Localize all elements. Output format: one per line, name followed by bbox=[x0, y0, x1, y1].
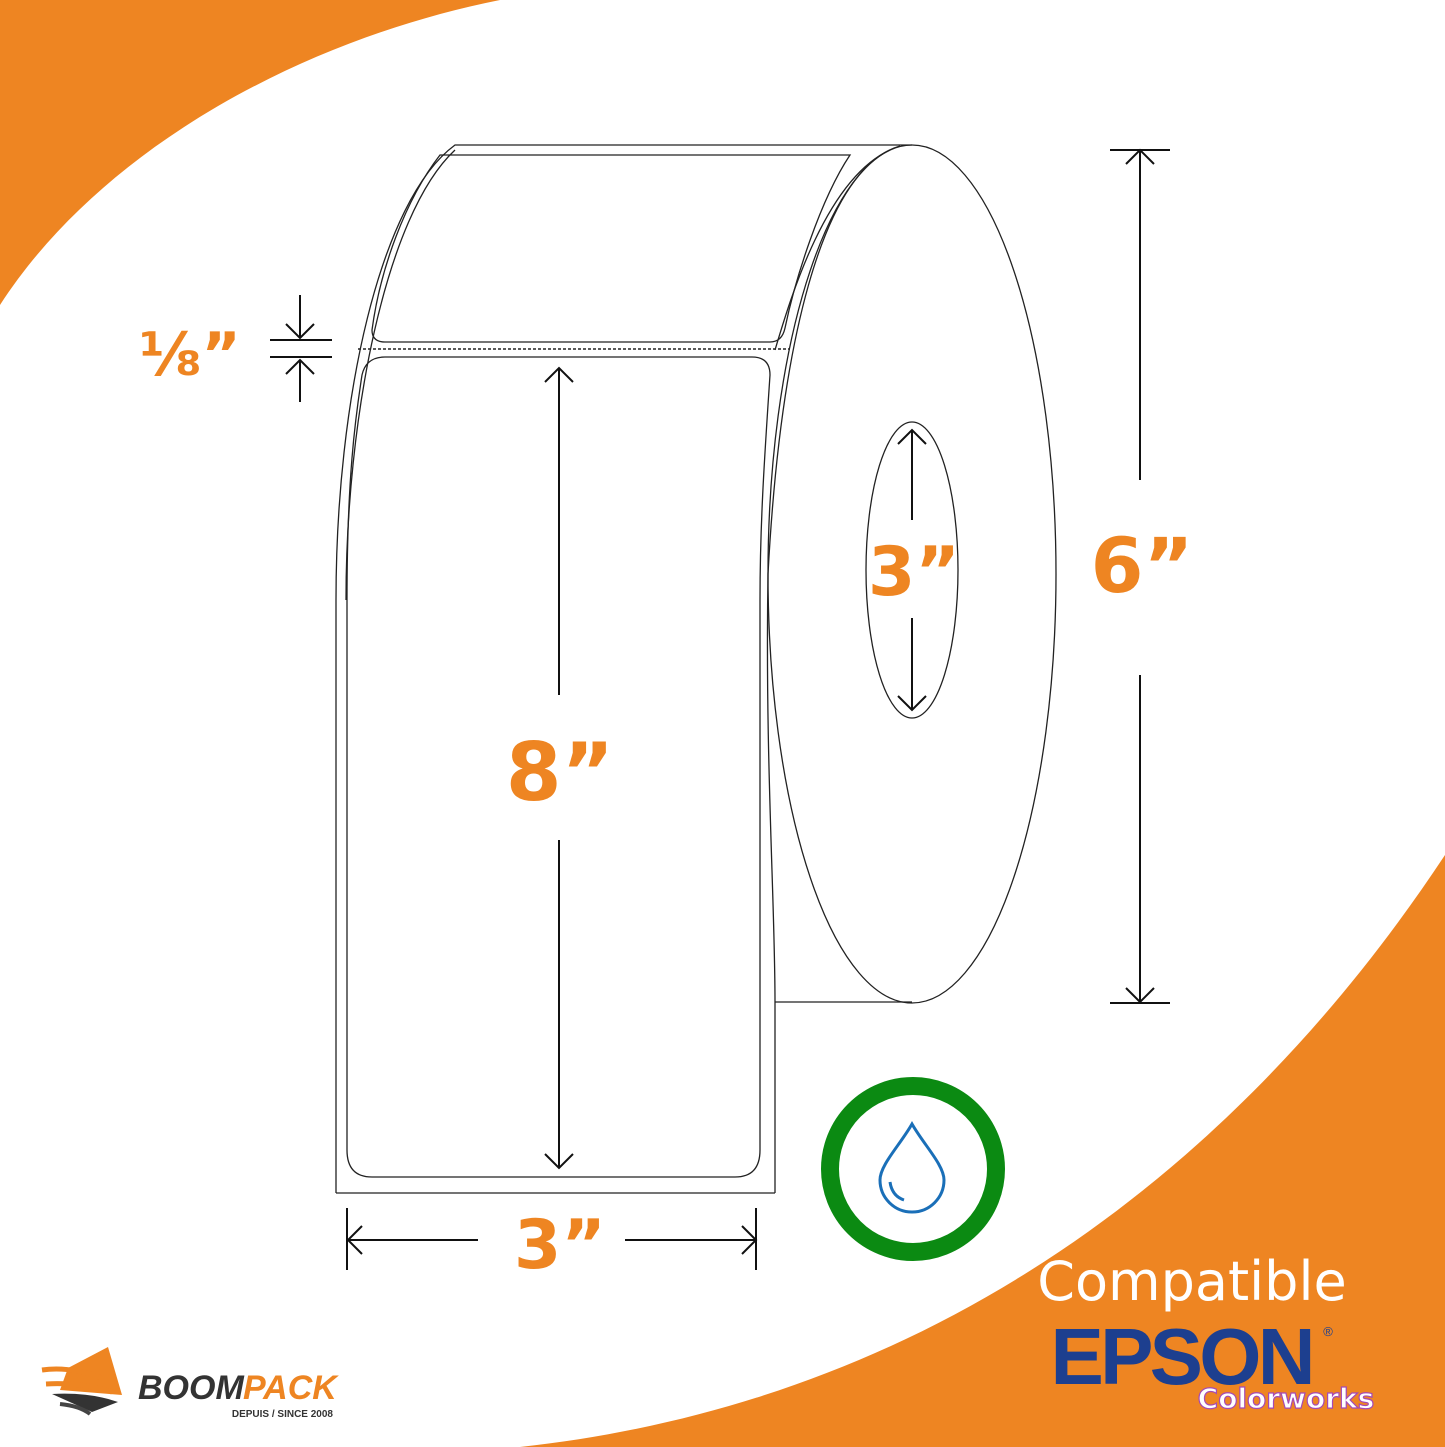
registered-mark: ® bbox=[1323, 1324, 1333, 1339]
roll-diameter-dimension: 6” bbox=[1091, 521, 1194, 610]
orange-corner-top-left bbox=[0, 0, 500, 305]
logo-name-dark: BOOM bbox=[138, 1369, 244, 1407]
water-drop-icon bbox=[878, 1120, 946, 1214]
label-top bbox=[371, 154, 852, 343]
dimension-arrows bbox=[270, 148, 1170, 1270]
compatible-text: Compatible bbox=[1037, 1250, 1346, 1313]
label-front bbox=[346, 356, 771, 1178]
colorworks-text: Colorworks bbox=[1198, 1382, 1375, 1415]
core-dimension: 3” bbox=[868, 533, 960, 612]
core-hole bbox=[865, 421, 959, 719]
logo-name-orange: PACK bbox=[243, 1369, 339, 1407]
label-height-dimension: 8” bbox=[506, 726, 614, 819]
boompack-logo: BOOM PACK DEPUIS / SINCE 2008 bbox=[41, 1347, 339, 1420]
label-width-dimension: 3” bbox=[514, 1206, 606, 1285]
water-resistant-ring bbox=[821, 1077, 1005, 1261]
gap-dimension-label: ⅛” bbox=[139, 320, 241, 390]
label-roll bbox=[335, 144, 1057, 1194]
orange-corner-bottom-right bbox=[520, 855, 1445, 1447]
logo-tagline: DEPUIS / SINCE 2008 bbox=[232, 1409, 334, 1420]
epson-brand: EPSON bbox=[1051, 1312, 1316, 1401]
